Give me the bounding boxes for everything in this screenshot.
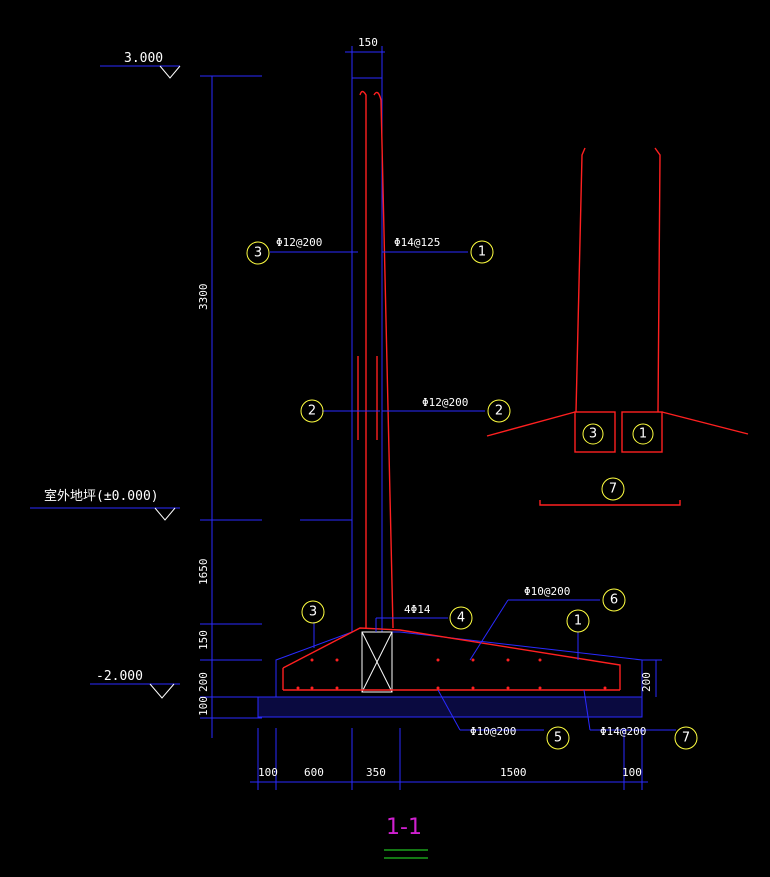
callout-4: 4 [449, 606, 473, 630]
footing-outline [275, 631, 643, 698]
svg-text:7: 7 [609, 482, 617, 497]
elevation-markers [30, 65, 352, 699]
dim-h-100-right: 100 [622, 766, 642, 779]
rebar-main-section [282, 90, 621, 691]
callout-1-upper: 1 [470, 240, 494, 264]
callout-7-lower: 7 [674, 726, 698, 750]
dim-200: 200 [197, 672, 210, 692]
rebar-labels: Φ12@200 Φ14@125 Φ12@200 4Φ14 Φ10@200 Φ10… [276, 236, 646, 738]
detail-bar-1-vertical [654, 147, 661, 413]
wall-stem-right-edge [352, 77, 383, 632]
label-bar5: Φ10@200 [470, 725, 516, 738]
leader-lines [270, 251, 676, 731]
svg-text:2: 2 [308, 404, 316, 419]
label-bar3: Φ12@200 [276, 236, 322, 249]
svg-text:1: 1 [574, 614, 582, 629]
detail-box-3 [574, 411, 616, 453]
svg-text:1: 1 [478, 245, 486, 260]
horizontal-dim-labels: 100 600 350 1500 100 [258, 766, 642, 779]
callouts: 3 1 2 2 3 4 6 1 [246, 240, 698, 750]
dim-150: 150 [197, 630, 210, 650]
detail-bar-3-vertical [575, 147, 586, 413]
wall-thickness-label: 150 [358, 36, 378, 49]
callout-1-detail: 1 [632, 423, 654, 445]
dim-100: 100 [197, 696, 210, 716]
callout-3-detail: 3 [582, 423, 604, 445]
svg-text:3: 3 [254, 246, 262, 261]
svg-text:2: 2 [495, 404, 503, 419]
key-box [361, 631, 393, 693]
dimension-lines [200, 46, 662, 790]
label-bar1: Φ14@125 [394, 236, 440, 249]
elevation-top-label: 3.000 [124, 51, 163, 66]
dim-3300: 3300 [197, 284, 210, 311]
svg-text:6: 6 [610, 593, 618, 608]
detail-box-1 [621, 411, 663, 453]
elevation-bottom-label: -2.000 [96, 669, 143, 684]
dim-h-350: 350 [366, 766, 386, 779]
detail-bar-1-horizontal [661, 411, 749, 435]
rebar-dots [296, 658, 607, 690]
concrete-outline [257, 77, 643, 718]
label-bar7: Φ14@200 [600, 725, 646, 738]
callout-3-upper: 3 [246, 241, 270, 265]
callout-1-lower: 1 [566, 609, 590, 633]
svg-text:3: 3 [589, 427, 597, 442]
dim-h-600: 600 [304, 766, 324, 779]
detail-bar-7 [539, 500, 681, 506]
dim-1650: 1650 [197, 559, 210, 586]
rebar-6-top-footing [282, 627, 621, 690]
cushion-layer [257, 696, 643, 718]
dim-h-100-left: 100 [258, 766, 278, 779]
callout-3-lower: 3 [301, 600, 325, 624]
svg-text:4: 4 [457, 611, 465, 626]
svg-text:3: 3 [309, 605, 317, 620]
key-box-diag-2 [361, 631, 393, 693]
svg-text:1: 1 [639, 427, 647, 442]
callout-2-left: 2 [300, 399, 324, 423]
svg-text:5: 5 [554, 731, 562, 746]
label-bar4: 4Φ14 [404, 603, 431, 616]
detail-bar-3-horizontal [486, 411, 576, 437]
dim-right-200: 200 [640, 672, 653, 692]
callout-2-right: 2 [487, 399, 511, 423]
callout-6: 6 [602, 588, 626, 612]
elevation-ground-label: 室外地坪(±0.000) [44, 488, 159, 504]
section-title: 1-1 [386, 815, 422, 840]
label-bar6: Φ10@200 [524, 585, 570, 598]
svg-text:7: 7 [682, 731, 690, 746]
dim-h-1500: 1500 [500, 766, 527, 779]
rebar-1-outer-vertical [373, 91, 394, 629]
vertical-dim-labels: 3300 1650 150 200 100 200 [197, 284, 653, 717]
label-bar2: Φ12@200 [422, 396, 468, 409]
callout-7-detail: 7 [601, 477, 625, 501]
rebar-detail [486, 147, 749, 506]
callout-5: 5 [546, 726, 570, 750]
rebar-3-inner-vertical [359, 90, 367, 628]
